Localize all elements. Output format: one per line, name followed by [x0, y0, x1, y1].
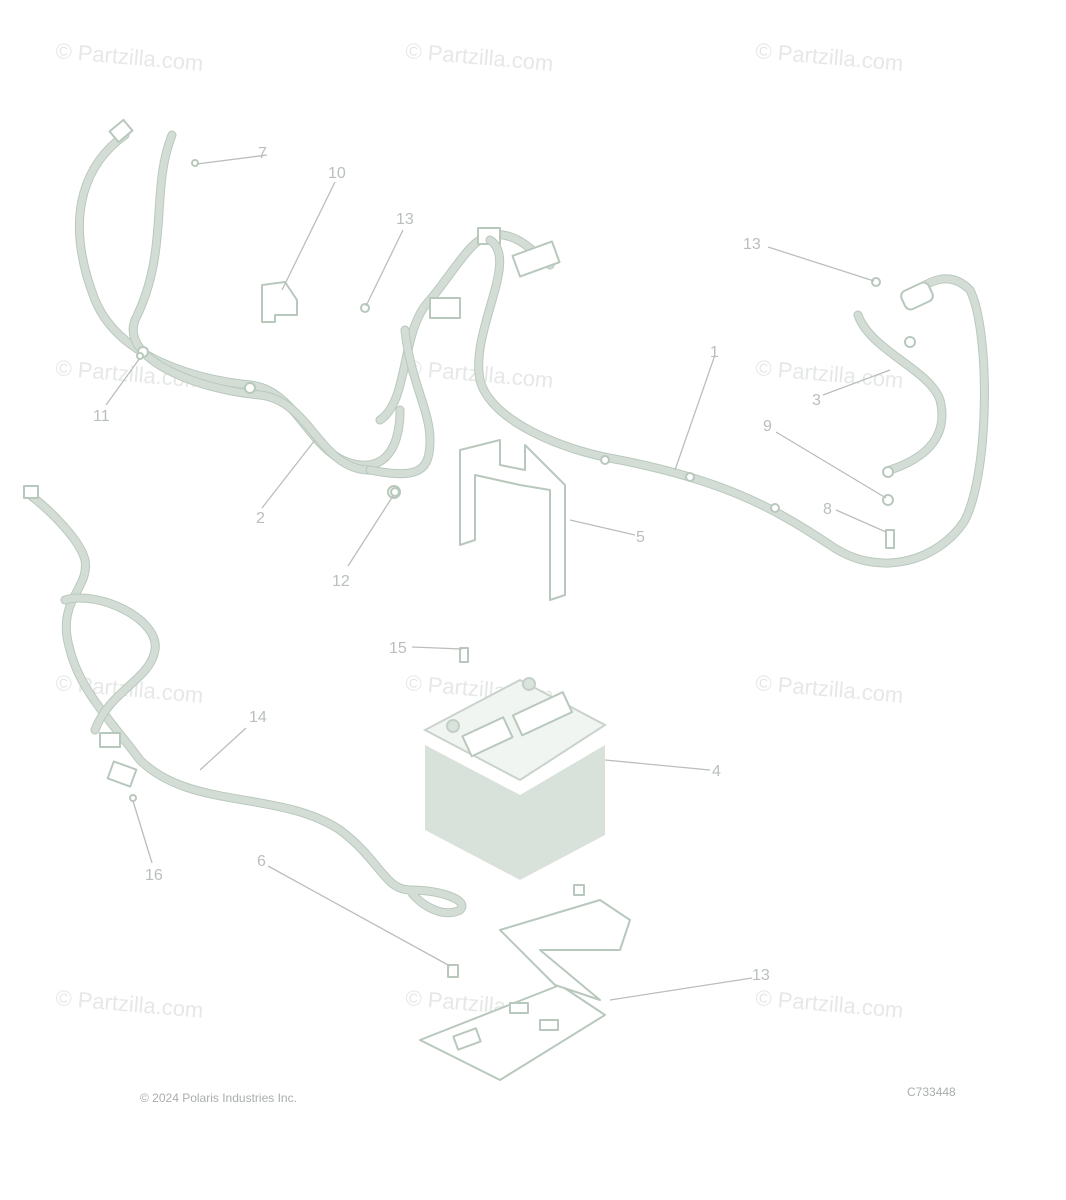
fasteners: [129, 159, 895, 978]
watermark: © Partzilla.com: [405, 38, 555, 76]
cable-tie: [244, 382, 256, 394]
watermark: © Partzilla.com: [55, 38, 205, 76]
watermark: © Partzilla.com: [755, 355, 905, 393]
terminal-connector: [108, 118, 134, 144]
cable-tie: [770, 503, 780, 513]
callout-label-13[interactable]: 13: [743, 236, 761, 253]
terminal-boot: [900, 281, 934, 311]
connector-housing: [99, 732, 121, 748]
battery-4[interactable]: [422, 677, 607, 880]
leader-lines: [105, 154, 891, 1001]
diagram-code: C733448: [907, 1085, 956, 1099]
tray-slot: [539, 1019, 559, 1031]
bolt[interactable]: [573, 884, 585, 896]
callout-label-12[interactable]: 12: [332, 573, 350, 590]
relay-bracket-10[interactable]: [261, 281, 298, 323]
nut-13[interactable]: [360, 303, 370, 313]
watermark: © Partzilla.com: [755, 985, 905, 1023]
ring-terminal: [882, 466, 894, 478]
callouts: 7 10 13 13 1 3 9 8 5 11 2 12 15 4 14 16 …: [93, 145, 832, 984]
callout-label-7[interactable]: 7: [258, 145, 267, 162]
bolt-16[interactable]: [459, 647, 469, 663]
watermark: © Partzilla.com: [755, 670, 905, 708]
watermark: © Partzilla.com: [755, 38, 905, 76]
callout-label-16[interactable]: 15: [389, 640, 407, 657]
callout-label-1[interactable]: 1: [710, 344, 719, 361]
connector-housing: [511, 240, 561, 278]
terminal-connector: [23, 485, 39, 499]
bracket-5[interactable]: [459, 439, 566, 601]
callout-label-13[interactable]: 13: [396, 211, 414, 228]
cable-harness-2[interactable]: [74, 118, 561, 499]
watermark: © Partzilla.com: [55, 985, 205, 1023]
cable-3[interactable]: [853, 310, 947, 478]
bolt-6[interactable]: [447, 964, 459, 978]
battery-tray-14[interactable]: [419, 899, 631, 1081]
callout-label-8[interactable]: 8: [823, 501, 832, 518]
battery-cover: [511, 691, 574, 737]
callout-label-4[interactable]: 4: [712, 763, 721, 780]
cable-tie: [600, 455, 610, 465]
nut-13[interactable]: [871, 277, 881, 287]
watermark-layer: © Partzilla.com © Partzilla.com © Partzi…: [55, 38, 905, 1023]
callout-label-10[interactable]: 10: [328, 165, 346, 182]
clip-12[interactable]: [390, 487, 400, 497]
tray-slot: [452, 1027, 482, 1051]
battery-terminal: [522, 677, 536, 691]
callout-label-15[interactable]: 14: [249, 709, 267, 726]
bolt-8[interactable]: [885, 529, 895, 549]
nut: [904, 336, 916, 348]
callout-label-2[interactable]: 2: [256, 510, 265, 527]
cable-15[interactable]: [23, 485, 467, 918]
callout-label-5[interactable]: 5: [636, 529, 645, 546]
callout-label-14[interactable]: 13: [752, 967, 770, 984]
callout-label-3[interactable]: 3: [812, 392, 821, 409]
callout-label-17[interactable]: 16: [145, 867, 163, 884]
callout-label-11[interactable]: 11: [93, 408, 110, 425]
clip-17[interactable]: [129, 794, 137, 802]
cable-tie: [685, 472, 695, 482]
battery-terminal: [446, 719, 460, 733]
callout-label-9[interactable]: 9: [763, 418, 772, 435]
cable-harness-1[interactable]: [474, 235, 989, 568]
battery-cover: [461, 716, 514, 758]
fuse-holder: [429, 297, 461, 319]
nut-7[interactable]: [191, 159, 199, 167]
copyright-text: © 2024 Polaris Industries Inc.: [140, 1091, 297, 1105]
tray-slot: [509, 1002, 529, 1014]
connector-housing: [106, 760, 138, 788]
callout-label-6[interactable]: 6: [257, 853, 266, 870]
